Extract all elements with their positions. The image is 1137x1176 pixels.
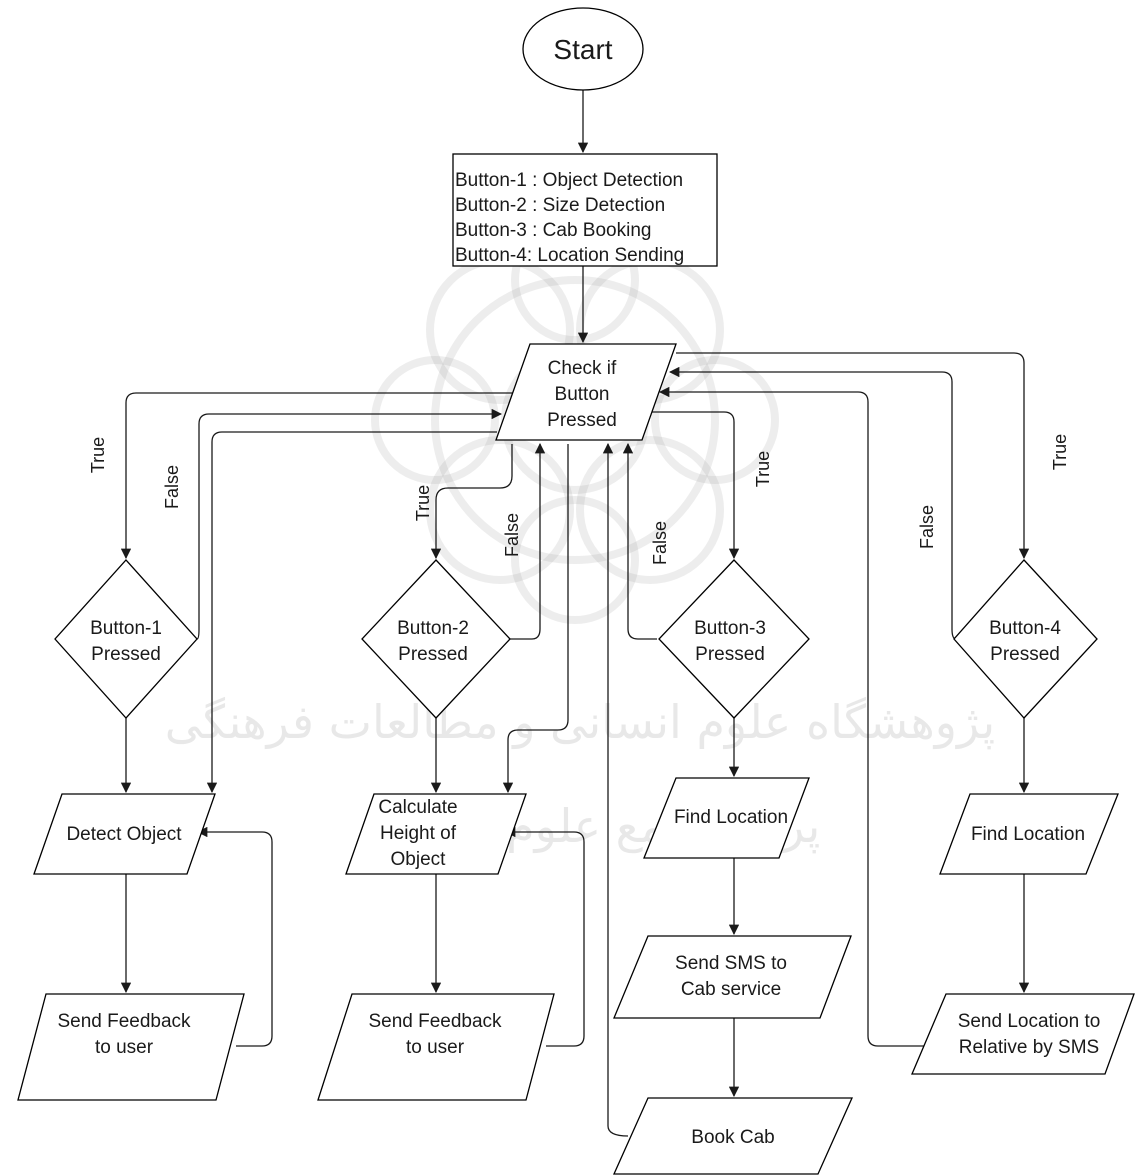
find-location-3-node: Find Location [643,777,810,859]
edge-check-to-b1-true [120,392,530,560]
menu-line-4: Button-4: Location Sending [455,245,684,266]
detect-object-label: Detect Object [66,824,182,845]
send-feedback-2-node: Send Feedback to user [317,993,555,1101]
bookcab-label: Book Cab [691,1127,774,1148]
edge-b1-false-to-check [196,408,503,640]
b4-line-2: Pressed [990,644,1060,665]
calc-line-2: Height of [380,823,457,844]
start-label: Start [553,34,612,65]
edge-check-to-b2-true [430,444,513,560]
edge-b3-false-to-check [622,442,657,640]
check-line-2: Button [555,384,610,405]
findloc4-label: Find Location [971,824,1085,845]
edge-feedback2-to-calc [504,826,585,1047]
edge-labels: True False True False True False True Fa… [88,434,1070,565]
b3-line-1: Button-3 [694,618,766,639]
b3-line-2: Pressed [695,644,765,665]
edge-check-to-b4-true [676,352,1030,560]
edge-check-to-b3-true [650,411,740,560]
label-b3-true: True [753,451,773,487]
label-b1-true: True [88,437,108,473]
label-b4-true: True [1050,434,1070,470]
sms-line-1: Send SMS to [675,953,787,974]
edge-feedback1-to-detect [196,826,273,1047]
feedback1-line-1: Send Feedback [57,1011,191,1032]
label-b4-false: False [917,505,937,549]
watermark-text-1: پژوهشگاه علوم انسانی و مطالعات فرهنگی [165,695,995,750]
menu-line-3: Button-3 : Cab Booking [455,220,651,241]
label-b1-false: False [162,465,182,509]
menu-line-1: Button-1 : Object Detection [455,170,683,191]
feedback2-line-1: Send Feedback [368,1011,502,1032]
label-b3-false: False [650,521,670,565]
edge-sendloc-to-check [658,386,935,1047]
edges [120,90,1030,1137]
b2-line-1: Button-2 [397,618,469,639]
detect-object-node: Detect Object [33,793,216,875]
b1-line-1: Button-1 [90,618,162,639]
sendloc-line-2: Relative by SMS [959,1037,1099,1058]
edge-check-to-calc [502,444,569,794]
decision-button-4: Button-4 Pressed [953,559,1098,719]
feedback1-line-2: to user [95,1037,154,1058]
find-location-4-node: Find Location [939,793,1119,875]
edge-check-to-detect [206,431,497,794]
menu-process-box: Button-1 : Object Detection Button-2 : S… [452,153,718,267]
edge-b2-false-to-check [510,442,546,640]
calc-line-1: Calculate [378,797,457,818]
send-feedback-1-node: Send Feedback to user [17,993,245,1101]
send-sms-cab-node: Send SMS to Cab service [613,935,852,1019]
findloc3-label: Find Location [674,807,788,828]
calc-line-3: Object [391,849,447,870]
edge-bookcab-to-check [602,442,629,1137]
sendloc-line-1: Send Location to [958,1011,1101,1032]
check-button-node: Check if Button Pressed [495,343,677,441]
calculate-height-node: Calculate Height of Object [345,793,527,875]
label-b2-true: True [413,485,433,521]
b1-line-2: Pressed [91,644,161,665]
edge-b4-false-to-check [668,366,957,640]
feedback2-line-2: to user [406,1037,465,1058]
check-line-1: Check if [548,358,617,379]
decision-button-2: Button-2 Pressed [361,559,511,719]
label-b2-false: False [502,513,522,557]
start-node: Start [522,7,644,91]
menu-line-2: Button-2 : Size Detection [455,195,665,216]
b2-line-2: Pressed [398,644,468,665]
decision-button-1: Button-1 Pressed [54,559,198,719]
sms-line-2: Cab service [681,979,781,1000]
b4-line-1: Button-4 [989,618,1061,639]
decision-button-3: Button-3 Pressed [658,559,810,719]
check-line-3: Pressed [547,410,617,431]
watermark: پژوهشگاه علوم انسانی و مطالعات فرهنگی پر… [165,216,995,854]
send-location-node: Send Location to Relative by SMS [911,993,1135,1075]
book-cab-node: Book Cab [612,1097,854,1175]
